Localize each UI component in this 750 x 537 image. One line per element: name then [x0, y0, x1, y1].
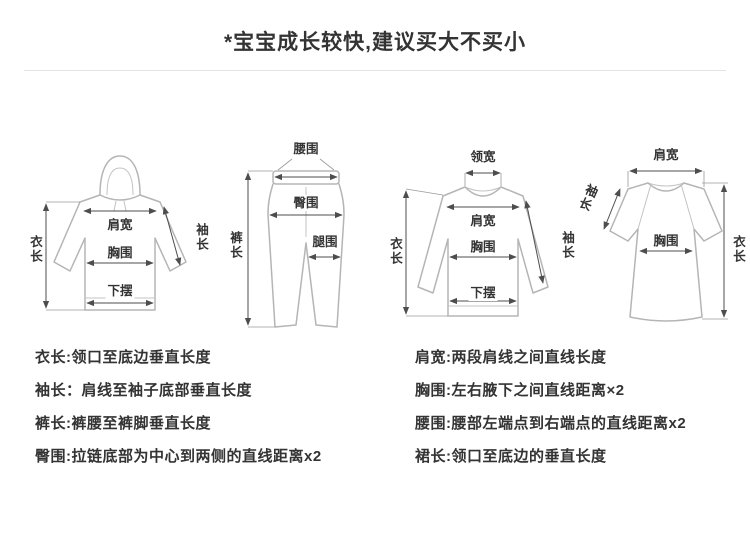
short-tee-diagram: 肩宽 袖长 胸围 衣长	[573, 147, 746, 343]
definitions-right-column: 肩宽:两段肩线之间直线长度 胸围:左右腋下之间直线距离×2 腰围:腰部左端点到右…	[415, 341, 686, 473]
short-tee-drawing	[603, 167, 728, 322]
definition-item: 裙长:领口至底边的垂直长度	[415, 448, 607, 465]
hoodie-garment-length-label: 衣长	[28, 233, 42, 266]
long-tee-garment-length-label: 衣长	[388, 235, 402, 268]
definition-item: 胸围:左右腋下之间直线距离×2	[415, 382, 625, 399]
short-tee-chest-label: 胸围	[651, 233, 681, 249]
diagrams-row: 衣长 肩宽 胸围 下摆 袖长 腰围 臀围 裤长	[0, 71, 750, 328]
hoodie-shoulder-width-label: 肩宽	[105, 217, 135, 233]
definition-item: 衣长:领口至底边垂直长度	[35, 349, 211, 366]
definition-item: 肩宽:两段肩线之间直线长度	[415, 349, 607, 366]
definition-item: 裤长:裤腰至裤脚垂直长度	[35, 415, 211, 432]
definition-item: 袖长：肩线至袖子底部垂直长度	[35, 382, 253, 399]
hoodie-diagram: 衣长 肩宽 胸围 下摆 袖长	[28, 145, 213, 327]
short-tee-garment-length-label: 衣长	[731, 233, 745, 266]
page-title: *宝宝成长较快,建议买大不买小	[223, 31, 526, 54]
hoodie-chest-label: 胸围	[105, 245, 135, 261]
hoodie-sleeve-length-label: 袖长	[194, 221, 208, 254]
long-tee-chest-label: 胸围	[468, 239, 498, 255]
long-tee-sleeve-length-label: 袖长	[560, 229, 574, 262]
pants-hip-label: 臀围	[291, 195, 321, 211]
pants-length-label: 裤长	[228, 229, 242, 262]
definitions: 衣长:领口至底边垂直长度 袖长：肩线至袖子底部垂直长度 裤长:裤腰至裤脚垂直长度…	[0, 341, 750, 473]
definitions-left-column: 衣长:领口至底边垂直长度 袖长：肩线至袖子底部垂直长度 裤长:裤腰至裤脚垂直长度…	[35, 341, 415, 473]
hoodie-hem-label: 下摆	[105, 283, 135, 299]
short-tee-shoulder-width-label: 肩宽	[651, 147, 681, 163]
hoodie-drawing	[42, 155, 187, 311]
pants-thigh-label: 腿围	[310, 234, 340, 250]
divider	[24, 70, 726, 71]
definition-item: 腰围:腰部左端点到右端点的直线距离x2	[415, 415, 687, 432]
long-tee-collar-width-label: 领宽	[468, 149, 498, 165]
pants-drawing	[244, 158, 345, 328]
definition-item: 臀围:拉链底部为中心到两侧的直线距离x2	[35, 448, 322, 465]
pants-waist-label: 腰围	[291, 141, 321, 157]
long-tee-shoulder-width-label: 肩宽	[468, 213, 498, 229]
long-tee-diagram: 领宽 肩宽 胸围 下摆 衣长 袖长	[388, 149, 578, 345]
pants-diagram: 腰围 臀围 裤长 腿围	[228, 137, 368, 349]
long-tee-drawing	[402, 169, 549, 317]
long-tee-hem-label: 下摆	[468, 285, 498, 301]
